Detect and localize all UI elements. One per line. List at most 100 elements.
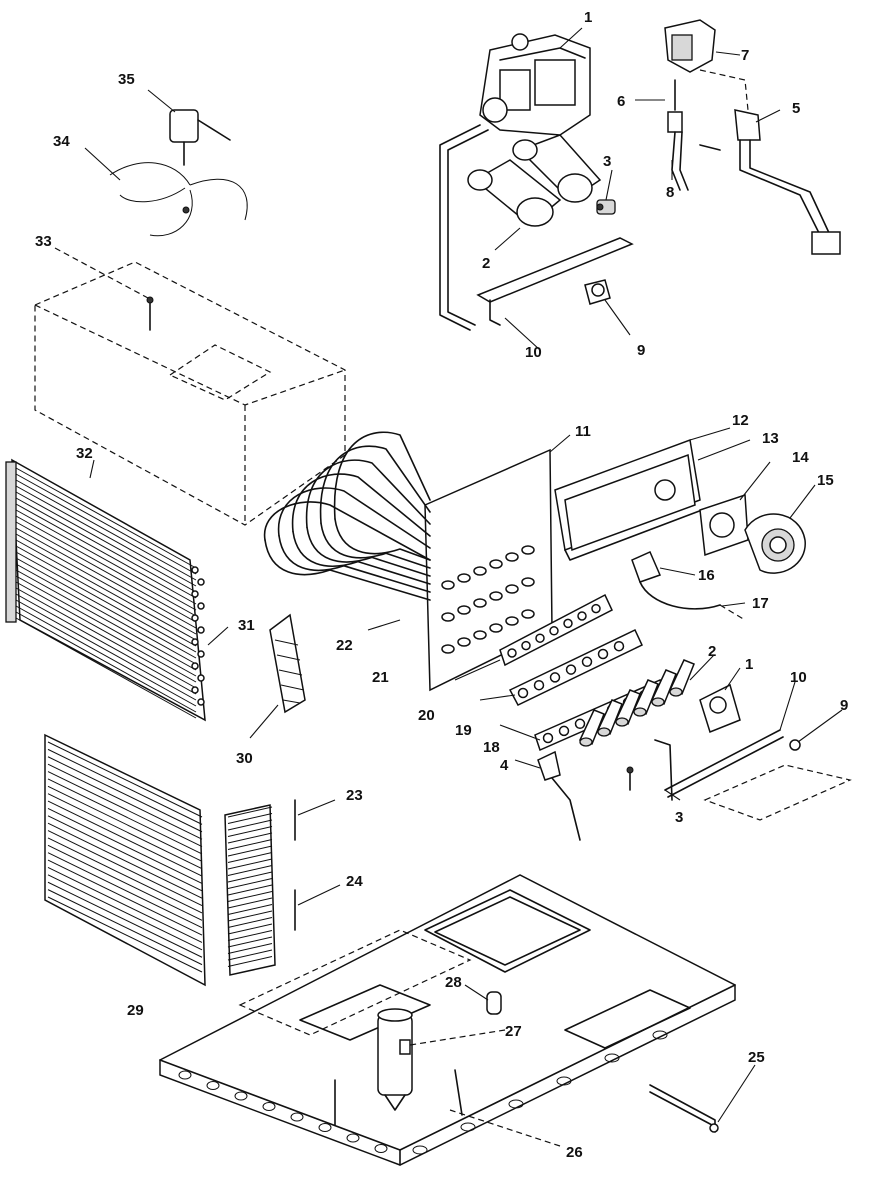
coil-fin [227, 936, 273, 948]
bracket-25 [649, 1084, 719, 1133]
coil-fin [15, 533, 197, 635]
hx-tube [306, 526, 431, 577]
coil-fin [47, 793, 203, 870]
coil-fin [47, 785, 203, 862]
hx-port [473, 598, 487, 608]
coil-fin [227, 949, 273, 961]
coil-fin [47, 844, 203, 921]
callout-9b: 9 [840, 697, 848, 714]
burner-tube [633, 707, 647, 717]
pan-hole [556, 1076, 572, 1086]
manifold-bar [476, 237, 634, 303]
coil-fin [15, 557, 197, 659]
leader-lines [54, 27, 843, 1147]
coil-fin [47, 741, 203, 818]
coil-fin [47, 881, 203, 958]
gas-line [439, 124, 481, 331]
callout-12: 12 [732, 412, 749, 429]
coil-fin [47, 859, 203, 936]
callout-2: 2 [482, 255, 490, 272]
gas-valve [479, 33, 591, 136]
callout-23: 23 [346, 787, 363, 804]
callout-15: 15 [817, 472, 834, 489]
orifice [596, 199, 616, 215]
coil-fin [47, 807, 203, 884]
coil-bend [197, 650, 205, 658]
coil-fin [15, 503, 197, 605]
coil-fin [227, 891, 273, 902]
coil-32 [5, 458, 206, 722]
rack-hole [574, 718, 586, 730]
rack-hole [542, 732, 554, 744]
coil-fin [227, 897, 273, 909]
callout-9: 9 [637, 342, 645, 359]
burners-lower [578, 659, 741, 747]
limit-switch [584, 279, 611, 305]
coil-29 [44, 733, 206, 987]
coil-fin [15, 563, 197, 665]
callout-19: 19 [455, 722, 472, 739]
coil-bend [191, 638, 199, 646]
callout-26: 26 [566, 1144, 583, 1161]
coil-bend [197, 602, 205, 610]
callout-3: 3 [603, 153, 611, 170]
coil-fin [15, 467, 197, 569]
callout-4: 4 [500, 757, 509, 774]
hx-port [521, 577, 535, 587]
coil-fin [227, 832, 273, 844]
coil-fin [227, 917, 273, 928]
coil-fin [15, 575, 197, 677]
coil-bend [197, 698, 205, 706]
callout-29: 29 [127, 1002, 144, 1019]
coil-fin [15, 509, 197, 611]
hx-port [457, 637, 471, 647]
coil-fin [15, 485, 197, 587]
pressure-switch [631, 551, 746, 621]
coil-fin [47, 889, 203, 966]
callout-33: 33 [35, 233, 52, 250]
coil-fin [47, 763, 203, 840]
fan-motor [109, 109, 248, 237]
coil-fin [15, 545, 197, 647]
coil-fin [47, 852, 203, 929]
callout-16: 16 [698, 567, 715, 584]
callout-17: 17 [752, 595, 769, 612]
coil-fin [227, 884, 273, 896]
rack-hole [549, 672, 561, 683]
callout-13: 13 [762, 430, 779, 447]
flue-baffle [269, 613, 306, 714]
coil-bend [191, 686, 199, 694]
hx-port [489, 591, 503, 601]
hx-port [441, 612, 455, 622]
callout-31: 31 [238, 617, 255, 634]
coil-fin [47, 874, 203, 951]
callout-18: 18 [483, 739, 500, 756]
coil-fin [15, 581, 197, 683]
coil-fin [227, 858, 273, 870]
hx-port [489, 623, 503, 633]
callout-2b: 2 [708, 643, 716, 660]
callout-3b: 3 [675, 809, 683, 826]
hx-port [473, 566, 487, 576]
hx-tube [264, 539, 431, 601]
hx-tube [277, 487, 431, 549]
callout-20: 20 [418, 707, 435, 724]
hx-port [441, 644, 455, 654]
pan-hole [290, 1112, 304, 1122]
rack-hole [507, 648, 517, 658]
callout-34: 34 [53, 133, 70, 150]
callout-10: 10 [525, 344, 542, 361]
pan-hole [412, 1145, 428, 1155]
cabinet-top [34, 261, 346, 526]
hx-tube [333, 431, 431, 520]
coil-fin [15, 515, 197, 617]
coil-fin [15, 521, 197, 623]
rack-hole [613, 640, 625, 652]
coil-fin [47, 837, 203, 914]
burner-tube [651, 697, 665, 707]
coil-fin [15, 587, 197, 689]
burner-tube [615, 717, 629, 727]
small-fitting-28 [486, 991, 502, 1015]
callout-24: 24 [346, 873, 363, 890]
